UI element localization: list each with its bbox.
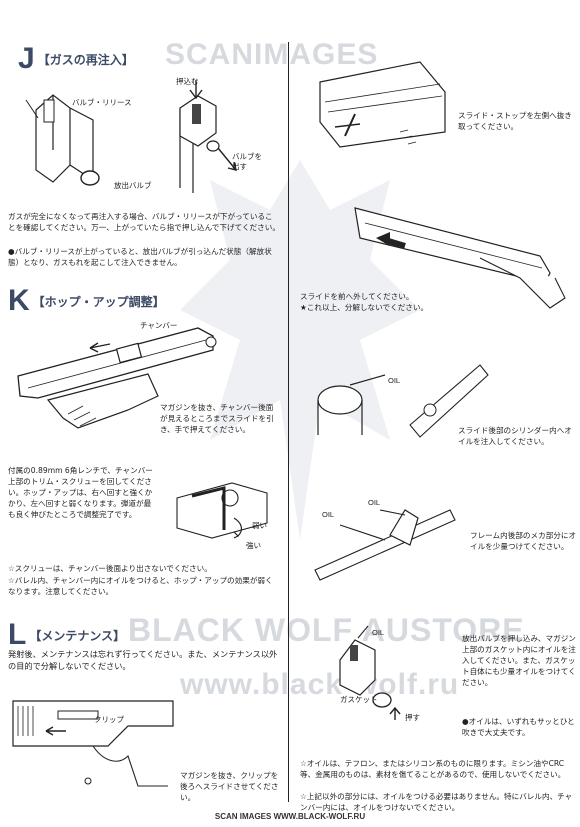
label-oil-2: OIL — [322, 510, 335, 519]
gasket-oil-illustration — [320, 620, 440, 730]
section-k-note-2: ☆バレル内、チャンバー内にオイルをつけると、ホップ・アップの効果が弱くなります。… — [8, 576, 273, 596]
right-paragraph-6: ●オイルは、いずれもサッとひと吹きで大丈夫です。 — [462, 717, 575, 737]
right-paragraph-5: 放出バルブを押し込み、マガジン上部のガスケット内にオイルを注入してください。また… — [462, 634, 576, 687]
label-oil-3: OIL — [368, 498, 381, 507]
label-valve-out: バルブを 出す — [232, 152, 262, 171]
magazine-illustration-right — [168, 78, 268, 193]
section-k-paragraph-2: 付属の0.89mm 6角レンチで、チャンバー上部のトリム・スクリューを回してくだ… — [8, 466, 153, 519]
section-j-letter: J — [18, 42, 35, 75]
label-release-valve: 放出バルブ — [114, 181, 152, 190]
section-j-paragraph-2: ●バルブ・リリースが上がっていると、放出バルブが引っ込んだ状態（解放状態）となり… — [8, 247, 272, 267]
section-k-paragraph-1: マガジンを抜き、チャンバー後面が見えるところまでスライドを引き、手で押えてくださ… — [160, 403, 274, 434]
watermark-middle: BLACK WOLF AUSTORE — [128, 612, 525, 648]
right-paragraph-1: スライド・ストップを左側へ抜き取ってください。 — [458, 111, 572, 131]
section-j-header: J 【ガスの再注入】 — [18, 44, 134, 74]
section-l-title: 【メンテナンス】 — [29, 628, 126, 643]
label-clip: クリップ — [94, 715, 124, 724]
watermark-url: www.black-wolf.ru — [180, 668, 460, 701]
label-strong: 強い — [246, 541, 261, 550]
section-l-letter: L — [8, 618, 27, 651]
slide-stop-illustration — [300, 52, 450, 162]
right-paragraph-4: フレーム内後部のメカ部分にオイルを少量つけてください。 — [470, 531, 577, 551]
oil-cylinder-illustration — [310, 355, 490, 450]
label-press: 押す — [405, 713, 420, 722]
section-l-paragraph-2: マガジンを抜き、クリップを後ろへスライドさせてください。 — [180, 771, 279, 802]
right-paragraph-3: スライド後部のシリンダー内へオイルを注入してください。 — [458, 426, 572, 446]
wolf-watermark-icon — [180, 160, 420, 540]
label-chamber: チャンバー — [140, 321, 178, 330]
column-divider — [288, 42, 289, 802]
section-k-header: K 【ホップ・アップ調整】 — [8, 286, 165, 316]
footer-credit: SCAN IMAGES WWW.BLACK-WOLF.RU — [214, 812, 366, 821]
section-l-header: L 【メンテナンス】 — [8, 620, 125, 650]
section-k-note-1: ☆スクリューは、チャンバー後面より出さないでください。 — [8, 564, 212, 573]
pistol-slide-back-illustration — [8, 318, 223, 438]
section-k-title: 【ホップ・アップ調整】 — [32, 294, 165, 309]
label-valve-release: バルブ・リリース — [72, 98, 132, 107]
hex-wrench-illustration — [172, 468, 277, 560]
section-j-title: 【ガスの再注入】 — [37, 52, 134, 67]
pistol-frame-illustration — [8, 686, 178, 796]
label-oil-1: OIL — [388, 376, 401, 385]
right-note-1: ☆オイルは、テフロン、またはシリコン系のものに限ります。ミシン油やCRC等、金属… — [300, 759, 566, 779]
label-weak: 弱い — [252, 521, 267, 530]
watermark-top: SCANIMAGES — [165, 38, 379, 71]
slide-removal-illustration — [350, 178, 575, 318]
right-paragraph-2: スライドを前へ外してください。 ★これ以上、分解しないでください。 — [300, 292, 429, 312]
magazine-illustration-left — [18, 90, 108, 200]
label-oil-4: OIL — [372, 628, 385, 637]
right-note-2: ☆上記以外の部分には、オイルをつける必要はありません。特にバレル内、チャンバー内… — [300, 792, 573, 812]
label-push-in: 押込む — [176, 77, 199, 86]
section-j-paragraph-1: ガスが完全になくなって再注入する場合、バルブ・リリースが下がっていることを確認し… — [8, 212, 280, 232]
label-gasket: ガスケット — [340, 695, 378, 704]
section-k-letter: K — [8, 284, 30, 317]
section-l-paragraph-1: 発射後、メンテナンスは忘れず行ってください。また、メンテナンス以外の目的で分解し… — [8, 649, 278, 671]
frame-mechanism-illustration — [310, 490, 460, 585]
